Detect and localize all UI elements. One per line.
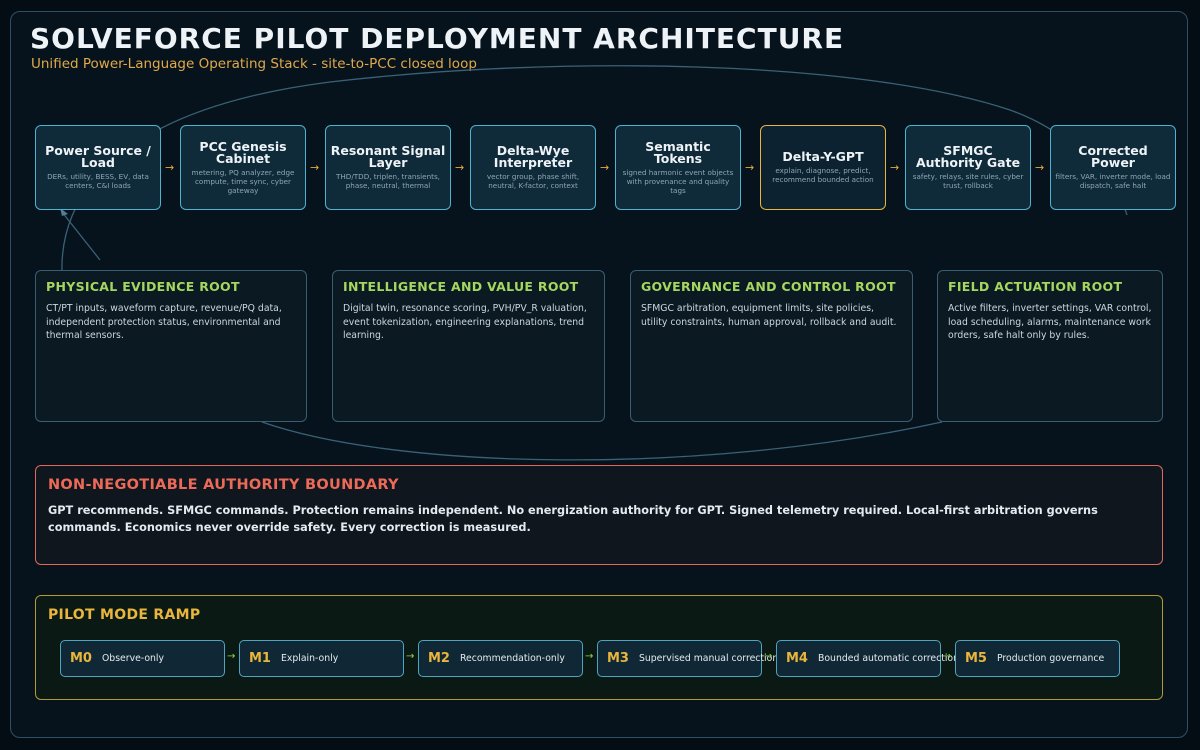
loop-arc-bottom (261, 421, 943, 461)
flow-arrow-icon: → (310, 161, 320, 174)
stage-title: SFMGC Authority Gate (915, 143, 1021, 170)
ramp-arrow-icon: → (764, 651, 773, 662)
flow-arrow-icon: → (745, 161, 755, 174)
stage-desc: THD/TDD, triplen, transients, phase, neu… (336, 172, 440, 190)
root-governance-control: GOVERNANCE AND CONTROL ROOT SFMGC arbitr… (630, 270, 913, 422)
mode-m5: M5 Production governance (955, 640, 1120, 677)
stage-pcc-cabinet: PCC Genesis Cabinet metering, PQ analyze… (180, 125, 306, 210)
ramp-arrow-icon: → (943, 651, 952, 662)
stage-resonant-signal: Resonant Signal Layer THD/TDD, triplen, … (325, 125, 451, 210)
stage-authority-gate: SFMGC Authority Gate safety, relays, sit… (905, 125, 1031, 210)
page-subtitle: Unified Power-Language Operating Stack -… (31, 56, 477, 72)
stage-title: Resonant Signal Layer (330, 143, 446, 170)
root-field-actuation: FIELD ACTUATION ROOT Active filters, inv… (937, 270, 1163, 422)
stage-delta-wye: Delta-Wye Interpreter vector group, phas… (470, 125, 596, 210)
mode-m1: M1 Explain-only (239, 640, 404, 677)
mode-m0: M0 Observe-only (60, 640, 225, 677)
feedback-arrowhead (60, 208, 68, 216)
stage-corrected-power: Corrected Power filters, VAR, inverter m… (1050, 125, 1176, 210)
flow-arrow-icon: → (1035, 161, 1045, 174)
stage-title: Corrected Power (1078, 143, 1148, 170)
root-physical-evidence: PHYSICAL EVIDENCE ROOT CT/PT inputs, wav… (35, 270, 307, 422)
mode-m3: M3 Supervised manual correction (597, 640, 778, 677)
flow-arrow-icon: → (890, 161, 900, 174)
stage-semantic-tokens: Semantic Tokens signed harmonic event ob… (615, 125, 741, 210)
stage-title: Power Source / Load (45, 143, 151, 170)
stage-title: PCC Genesis Cabinet (199, 138, 287, 166)
root-desc: CT/PT inputs, waveform capture, revenue/… (46, 303, 282, 341)
ramp-title: PILOT MODE RAMP (48, 607, 201, 623)
authority-boundary: NON-NEGOTIABLE AUTHORITY BOUNDARY GPT re… (35, 465, 1163, 565)
stage-power-source: Power Source / Load DERs, utility, BESS,… (35, 125, 161, 210)
mode-m4: M4 Bounded automatic correction (776, 640, 959, 677)
mode-code: M0 (70, 651, 92, 666)
mode-code: M1 (249, 651, 271, 666)
stage-title: Delta-Wye Interpreter (493, 143, 573, 170)
mode-code: M5 (965, 651, 987, 666)
root-title: INTELLIGENCE AND VALUE ROOT (343, 279, 579, 294)
root-title: PHYSICAL EVIDENCE ROOT (46, 279, 240, 294)
root-intelligence-value: INTELLIGENCE AND VALUE ROOT Digital twin… (332, 270, 605, 422)
mode-m2: M2 Recommendation-only (418, 640, 583, 677)
stage-desc: DERs, utility, BESS, EV, data centers, C… (47, 172, 149, 190)
ramp-arrow-icon: → (585, 651, 594, 662)
root-desc: Digital twin, resonance scoring, PVH/PV_… (343, 303, 587, 341)
stage-desc: signed harmonic event objects with prove… (622, 167, 734, 195)
boundary-title: NON-NEGOTIABLE AUTHORITY BOUNDARY (48, 477, 399, 493)
mode-code: M4 (786, 651, 808, 666)
root-desc: SFMGC arbitration, equipment limits, sit… (641, 303, 897, 328)
flow-arrow-icon: → (455, 161, 465, 174)
stage-title: Semantic Tokens (645, 138, 711, 166)
ramp-arrow-icon: → (406, 651, 415, 662)
mode-label: Supervised manual correction (638, 653, 779, 664)
flow-arrow-icon: → (165, 161, 175, 174)
root-title: GOVERNANCE AND CONTROL ROOT (641, 279, 896, 294)
mode-code: M2 (428, 651, 450, 666)
stage-delta-y-gpt: Delta-Y-GPT explain, diagnose, predict, … (760, 125, 886, 210)
stage-desc: safety, relays, site rules, cyber trust,… (912, 172, 1024, 190)
stage-title: Delta-Y-GPT (782, 149, 864, 164)
boundary-text: GPT recommends. SFMGC commands. Protecti… (48, 504, 1098, 534)
root-desc: Active filters, inverter settings, VAR c… (948, 303, 1152, 341)
mode-label: Recommendation-only (459, 653, 565, 664)
mode-label: Observe-only (101, 653, 165, 664)
stage-desc: filters, VAR, inverter mode, load dispat… (1055, 172, 1171, 190)
mode-label: Bounded automatic correction (817, 653, 959, 664)
mode-label: Production governance (996, 653, 1105, 664)
feedback-line (61, 211, 101, 261)
stage-desc: explain, diagnose, predict, recommend bo… (772, 166, 874, 184)
stage-desc: vector group, phase shift, neutral, K-fa… (486, 172, 580, 190)
flow-arrow-icon: → (600, 161, 610, 174)
stage-desc: metering, PQ analyzer, edge compute, tim… (191, 167, 295, 195)
page-title: SOLVEFORCE PILOT DEPLOYMENT ARCHITECTURE (30, 22, 845, 55)
mode-label: Explain-only (280, 653, 339, 664)
ramp-arrow-icon: → (227, 651, 236, 662)
root-title: FIELD ACTUATION ROOT (948, 279, 1123, 294)
mode-code: M3 (607, 651, 629, 666)
